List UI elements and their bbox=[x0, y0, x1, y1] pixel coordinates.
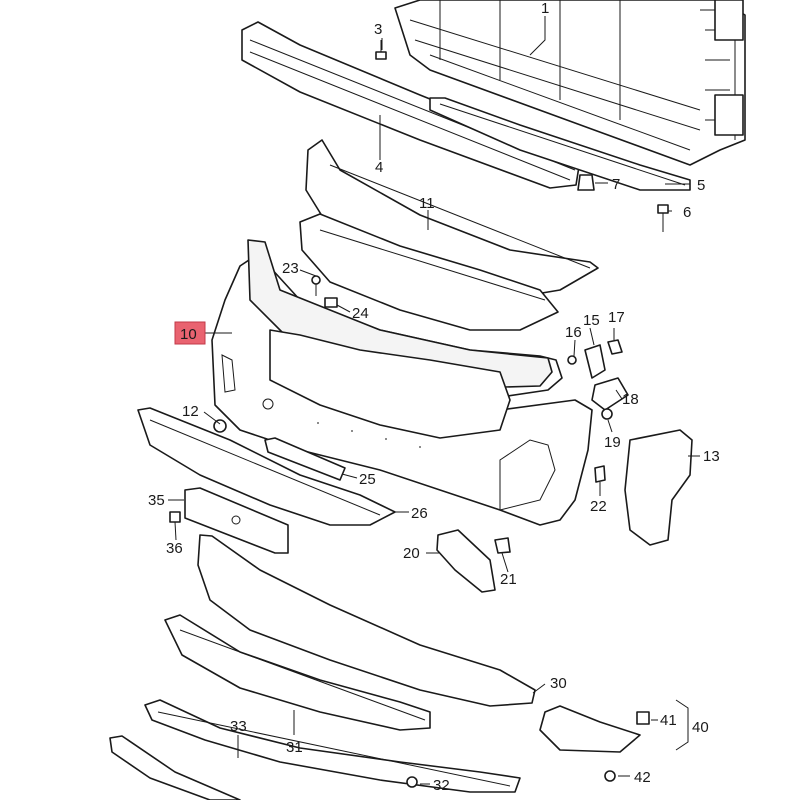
callout-42: 42 bbox=[634, 769, 651, 786]
screw-42 bbox=[604, 770, 616, 782]
callout-26: 26 bbox=[411, 505, 428, 522]
bracket-18 bbox=[591, 377, 629, 411]
part-31-lower-deflector bbox=[164, 614, 431, 731]
callout-35: 35 bbox=[148, 492, 165, 509]
callout-18: 18 bbox=[622, 391, 639, 408]
callout-30: 30 bbox=[550, 675, 567, 692]
callout-3: 3 bbox=[374, 21, 382, 38]
callout-11: 11 bbox=[419, 195, 435, 212]
part-11-grille-carrier bbox=[299, 139, 599, 331]
callout-33: 33 bbox=[230, 718, 247, 735]
callout-32: 32 bbox=[433, 777, 450, 794]
part-10-bumper-cover bbox=[211, 239, 593, 526]
callout-12: 12 bbox=[182, 403, 199, 420]
callout-20: 20 bbox=[403, 545, 420, 562]
callout-31: 31 bbox=[286, 739, 303, 756]
clip-24 bbox=[324, 297, 338, 308]
part-26-trim-strip bbox=[137, 407, 396, 526]
screw-16 bbox=[567, 355, 577, 365]
nut-19 bbox=[601, 408, 613, 420]
bracket-15 bbox=[584, 344, 606, 379]
callout-41: 41 bbox=[660, 712, 677, 729]
callout-5: 5 bbox=[697, 177, 705, 194]
plug-12 bbox=[213, 419, 227, 433]
bolt-3 bbox=[375, 40, 387, 60]
part-4-impact-absorber bbox=[241, 21, 581, 189]
bolt-6 bbox=[657, 204, 669, 232]
callout-36: 36 bbox=[166, 540, 183, 557]
screw-32 bbox=[406, 776, 418, 788]
clip-22 bbox=[594, 465, 606, 483]
pin-17 bbox=[607, 339, 623, 355]
callout-13: 13 bbox=[703, 448, 720, 465]
part-5-mounting-rail bbox=[429, 97, 691, 191]
callout-6: 6 bbox=[683, 204, 691, 221]
part-40-air-guide bbox=[539, 705, 641, 753]
callout-19: 19 bbox=[604, 434, 621, 451]
clip-21 bbox=[494, 537, 511, 554]
lip-strip bbox=[109, 735, 241, 800]
part-1-bumper-carrier bbox=[394, 0, 746, 166]
leader-lines bbox=[168, 16, 700, 785]
callout-17: 17 bbox=[608, 309, 625, 326]
highlight-box-10 bbox=[174, 321, 206, 345]
callout-23: 23 bbox=[282, 260, 299, 277]
part-13-side-bracket bbox=[624, 429, 693, 546]
clip-36 bbox=[169, 511, 181, 523]
part-35-plate-bracket bbox=[184, 487, 289, 554]
callout-25: 25 bbox=[359, 471, 376, 488]
callout-16: 16 bbox=[565, 324, 582, 341]
callout-7: 7 bbox=[612, 176, 620, 193]
part-33-spoiler bbox=[144, 699, 521, 793]
callout-40: 40 bbox=[692, 719, 709, 736]
callout-1: 1 bbox=[541, 0, 549, 17]
callout-4: 4 bbox=[375, 159, 383, 176]
callout-24: 24 bbox=[352, 305, 369, 322]
screw-23 bbox=[311, 275, 321, 296]
callout-labels: 1 3 4 5 6 7 10 11 12 13 15 16 17 18 19 2… bbox=[148, 0, 720, 794]
callout-10: 10 bbox=[180, 326, 197, 343]
callout-15: 15 bbox=[583, 312, 600, 329]
clip-41 bbox=[636, 711, 650, 725]
part-20-fog-grille bbox=[436, 529, 496, 593]
callout-21: 21 bbox=[500, 571, 517, 588]
callout-22: 22 bbox=[590, 498, 607, 515]
part-30-lower-grille bbox=[197, 534, 536, 707]
clip-7 bbox=[577, 174, 595, 191]
